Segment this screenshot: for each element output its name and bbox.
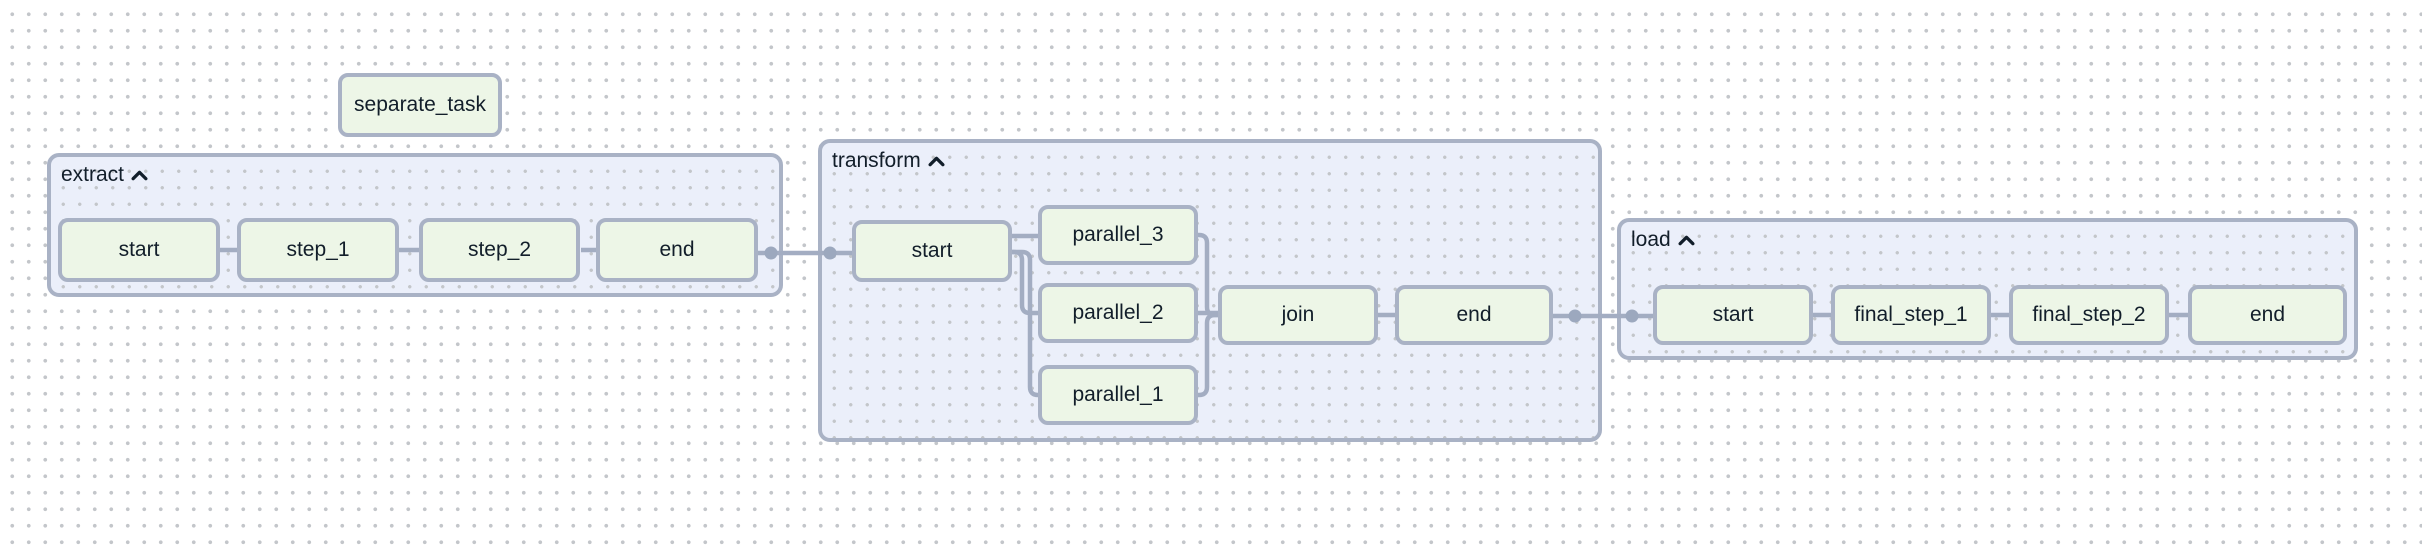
- task-transform-parallel-1[interactable]: parallel_1: [1038, 365, 1198, 425]
- group-extract[interactable]: extract start step_1 step_2 end: [47, 153, 783, 297]
- chevron-up-icon[interactable]: [928, 156, 945, 167]
- task-load-start[interactable]: start: [1653, 285, 1813, 345]
- task-transform-parallel-3[interactable]: parallel_3: [1038, 205, 1198, 265]
- group-transform-label: transform: [832, 149, 921, 172]
- task-load-end[interactable]: end: [2188, 285, 2347, 345]
- task-extract-step-2[interactable]: step_2: [419, 218, 580, 282]
- chevron-up-icon[interactable]: [1678, 235, 1695, 246]
- task-load-final-step-1[interactable]: final_step_1: [1831, 285, 1991, 345]
- task-transform-parallel-2[interactable]: parallel_2: [1038, 283, 1198, 343]
- group-load-header: load: [1631, 228, 1695, 252]
- group-extract-label: extract: [61, 163, 125, 186]
- chevron-up-icon[interactable]: [131, 170, 148, 181]
- group-transform[interactable]: transform start parallel_3 parallel_2 pa…: [818, 139, 1602, 442]
- group-extract-header: extract: [61, 163, 148, 187]
- task-transform-end[interactable]: end: [1395, 285, 1553, 345]
- task-separate-task[interactable]: separate_task: [338, 73, 502, 137]
- task-extract-start[interactable]: start: [58, 218, 220, 282]
- task-extract-step-1[interactable]: step_1: [237, 218, 399, 282]
- task-transform-start[interactable]: start: [852, 220, 1012, 282]
- task-transform-join[interactable]: join: [1218, 285, 1378, 345]
- group-load[interactable]: load start final_step_1 final_step_2 end: [1617, 218, 2358, 360]
- group-load-label: load: [1631, 228, 1671, 251]
- task-extract-end[interactable]: end: [596, 218, 758, 282]
- group-transform-header: transform: [832, 149, 945, 173]
- task-load-final-step-2[interactable]: final_step_2: [2009, 285, 2169, 345]
